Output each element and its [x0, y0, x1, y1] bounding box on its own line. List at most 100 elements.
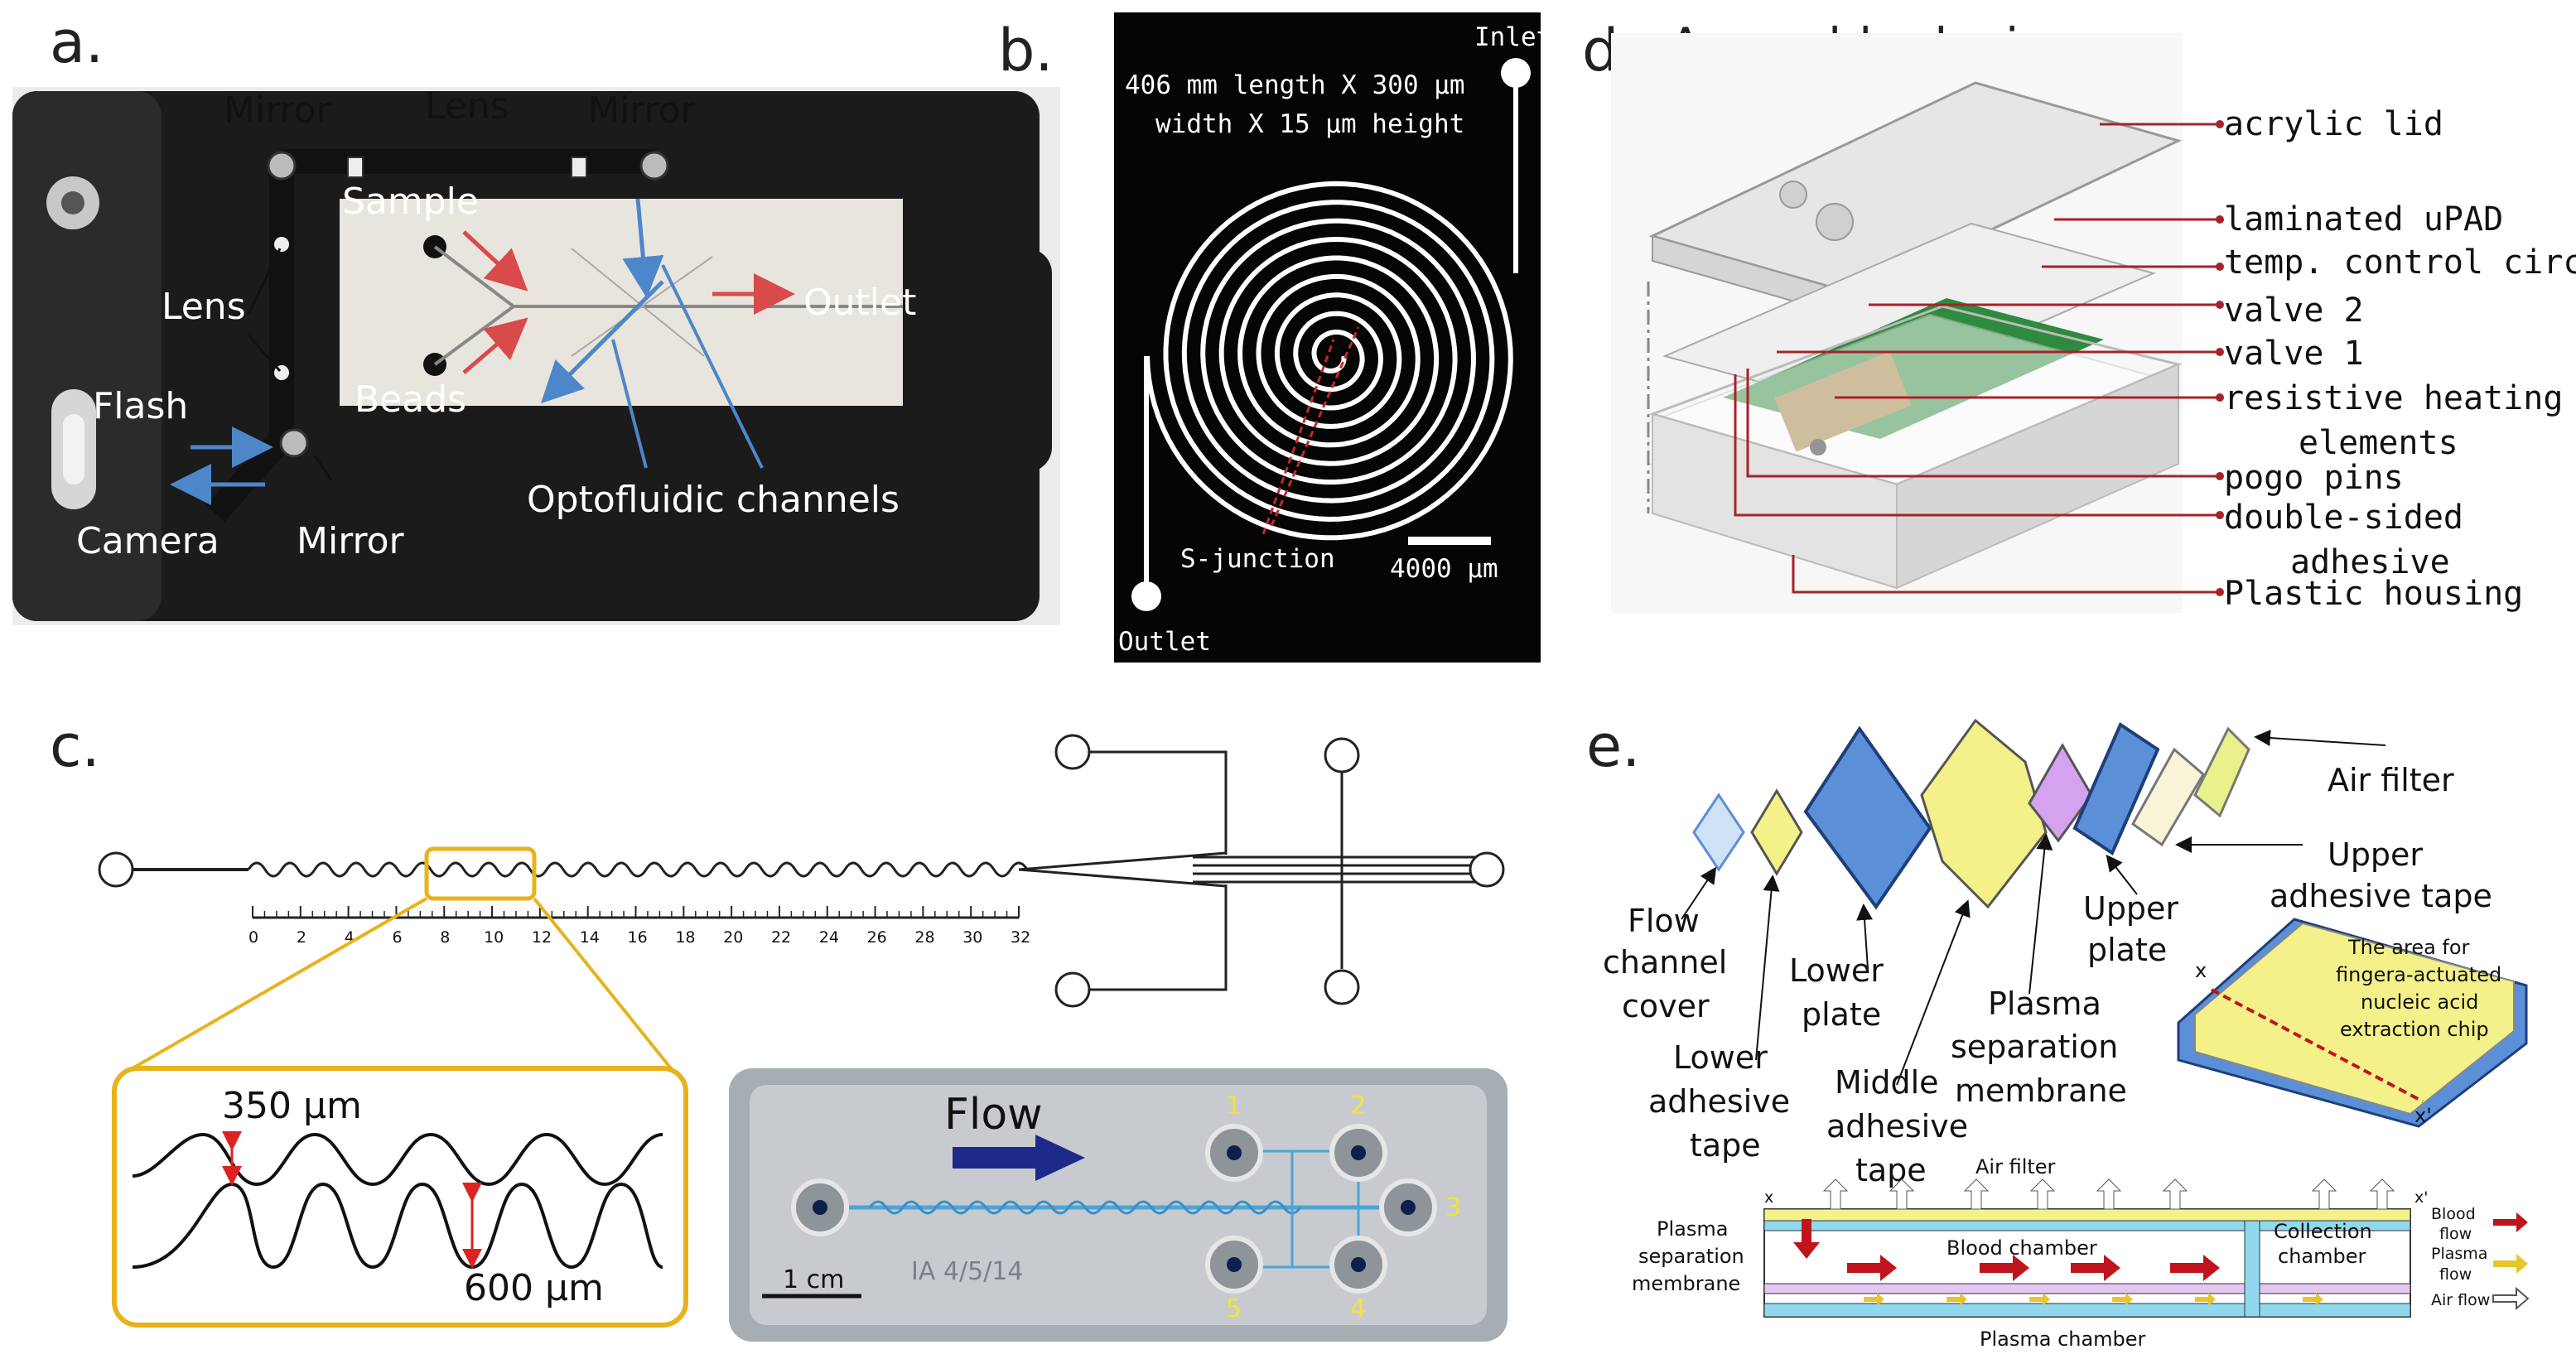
lens-left-1 — [274, 237, 289, 252]
middle-adhesive-tape — [1920, 718, 2048, 909]
legend-plasma-2: flow — [2439, 1265, 2472, 1284]
port-c-2 — [1324, 737, 1360, 773]
cross-section-lower-plate — [1763, 1303, 2411, 1318]
spiral-dimensions-line-1: 406 mm length X 300 μm — [1125, 70, 1465, 100]
label-flow: Flow — [944, 1090, 1043, 1140]
legend-plasma-arrow — [2493, 1254, 2528, 1274]
port-numbers: 1 2 3 4 5 — [1226, 1092, 1461, 1323]
ruler-tick-label: 8 — [440, 928, 450, 947]
ruler-tick-label: 14 — [580, 928, 600, 947]
label-beads: Beads — [355, 378, 466, 421]
pointer-lens-1 — [247, 248, 282, 316]
legend-plasma-1: Plasma — [2431, 1245, 2487, 1263]
section-label-air-filter: Air filter — [1975, 1155, 2056, 1178]
label-lower-plate-1: Lower — [1789, 952, 1884, 989]
ruler-tick-label: 30 — [962, 928, 982, 947]
label-middle-adh-3: tape — [1855, 1152, 1927, 1188]
label-upper-adhesive-1: Upper — [2328, 836, 2423, 873]
port-number-3: 3 — [1445, 1193, 1461, 1222]
mirror-top-right — [639, 151, 669, 181]
legend-blood-2: flow — [2439, 1225, 2472, 1243]
lid-hole-2 — [1779, 181, 1807, 209]
label-middle-adh-2: adhesive — [1826, 1108, 1968, 1145]
label-350: 350 μm — [222, 1085, 362, 1127]
label-1cm: 1 cm — [783, 1265, 844, 1294]
panel-a-letter: a. — [50, 8, 104, 76]
section-label-plasma-sep-2: separation — [1638, 1245, 1744, 1268]
port-c-3 — [1469, 851, 1505, 888]
label-adhesive: adhesive — [2290, 543, 2450, 581]
section-label-plasma-sep-3: membrane — [1632, 1272, 1740, 1295]
label-pogo-pins: pogo pins — [2224, 459, 2404, 497]
air-filter-piece — [2193, 726, 2250, 818]
lens-top-2 — [571, 157, 587, 178]
panel-a: a. — [12, 8, 1060, 625]
port-c-5 — [1054, 971, 1091, 1008]
label-elements: elements — [2299, 424, 2458, 462]
label-flow-cover-2: channel — [1603, 944, 1727, 981]
panel-b-letter: b. — [998, 17, 1054, 84]
chip-note-2: fingera-actuated — [2336, 963, 2501, 986]
serpentine-channel — [247, 861, 1029, 878]
section-label-collection-2: chamber — [2278, 1245, 2366, 1268]
light-arrow-diagonal — [540, 280, 664, 404]
label-upper-plate-1: Upper — [2083, 890, 2178, 927]
label-x-chip: x — [2195, 959, 2207, 982]
chip-photo — [750, 1085, 1487, 1325]
label-scalebar: 4000 μm — [1390, 554, 1498, 584]
lower-adhesive-tape — [1750, 788, 1803, 876]
photo-outlets — [1234, 1149, 1360, 1269]
ruler-tick-label: 24 — [819, 928, 839, 947]
label-flash: Flash — [93, 385, 188, 427]
label-camera: Camera — [76, 520, 219, 562]
port-number-2: 2 — [1350, 1092, 1366, 1120]
label-optofluidic-channels: Optofluidic channels — [527, 479, 900, 521]
lid-hole-1 — [1816, 203, 1854, 241]
zoom-line-right — [533, 897, 673, 1070]
pointer-channel-2 — [661, 264, 764, 469]
legend-blood-arrow — [2493, 1212, 2528, 1232]
expansion-region — [1018, 851, 1227, 888]
sjunction-line-2 — [1261, 339, 1335, 535]
chip-note-3: nucleic acid — [2361, 990, 2478, 1014]
sjunction-line-1 — [1270, 326, 1360, 527]
label-upper-plate-2: plate — [2087, 932, 2167, 968]
inlet-port — [1501, 58, 1531, 88]
mirror-top-left — [267, 151, 297, 181]
section-label-plasma-chamber: Plasma chamber — [1980, 1328, 2146, 1351]
port-number-4: 4 — [1350, 1294, 1366, 1323]
assembled-chip-top — [2194, 922, 2515, 1116]
label-mirror-bottom: Mirror — [297, 520, 405, 562]
panel-b: b. 406 mm length X 300 μm width X 15 μm … — [998, 12, 1551, 663]
label-lower-adh-3: tape — [1690, 1127, 1761, 1164]
photo-serpentine — [868, 1200, 1302, 1215]
screw-center — [61, 191, 84, 214]
label-plasma-sep-1: Plasma — [1988, 986, 2101, 1022]
upper-plate — [2072, 722, 2160, 855]
pointer-mirror-bottom — [313, 455, 333, 481]
label-lower-adh-1: Lower — [1673, 1039, 1768, 1076]
legend-air: Air flow — [2431, 1291, 2490, 1309]
label-resistive-heating: resistive heating — [2224, 379, 2563, 417]
pointer-channel-1 — [611, 339, 648, 469]
handwritten-label: IA 4/5/14 — [911, 1257, 1023, 1286]
cross-section-membrane — [1763, 1283, 2411, 1294]
leader-lines — [1734, 123, 2220, 594]
light-arrow-down — [622, 198, 664, 298]
label-valve-2: valve 2 — [2224, 292, 2364, 330]
label-inlet: Inlet — [1474, 22, 1551, 52]
serpentine-wall-bottom — [132, 1182, 663, 1270]
label-laminated-upad: laminated uPAD — [2224, 200, 2503, 239]
flow-arrow — [953, 1135, 1085, 1181]
label-temp-control: temp. control circuit — [2224, 243, 2576, 282]
label-flow-cover-1: Flow — [1628, 903, 1700, 939]
label-sample: Sample — [342, 181, 479, 223]
label-plasma-sep-2: separation — [1951, 1029, 2118, 1065]
scale-bar — [1408, 537, 1491, 545]
port-number-1: 1 — [1226, 1092, 1242, 1120]
port-c-4 — [1324, 969, 1360, 1005]
zoom-box — [424, 846, 537, 901]
ruler-tick-label: 0 — [248, 928, 258, 947]
lower-plate — [1803, 725, 1932, 910]
